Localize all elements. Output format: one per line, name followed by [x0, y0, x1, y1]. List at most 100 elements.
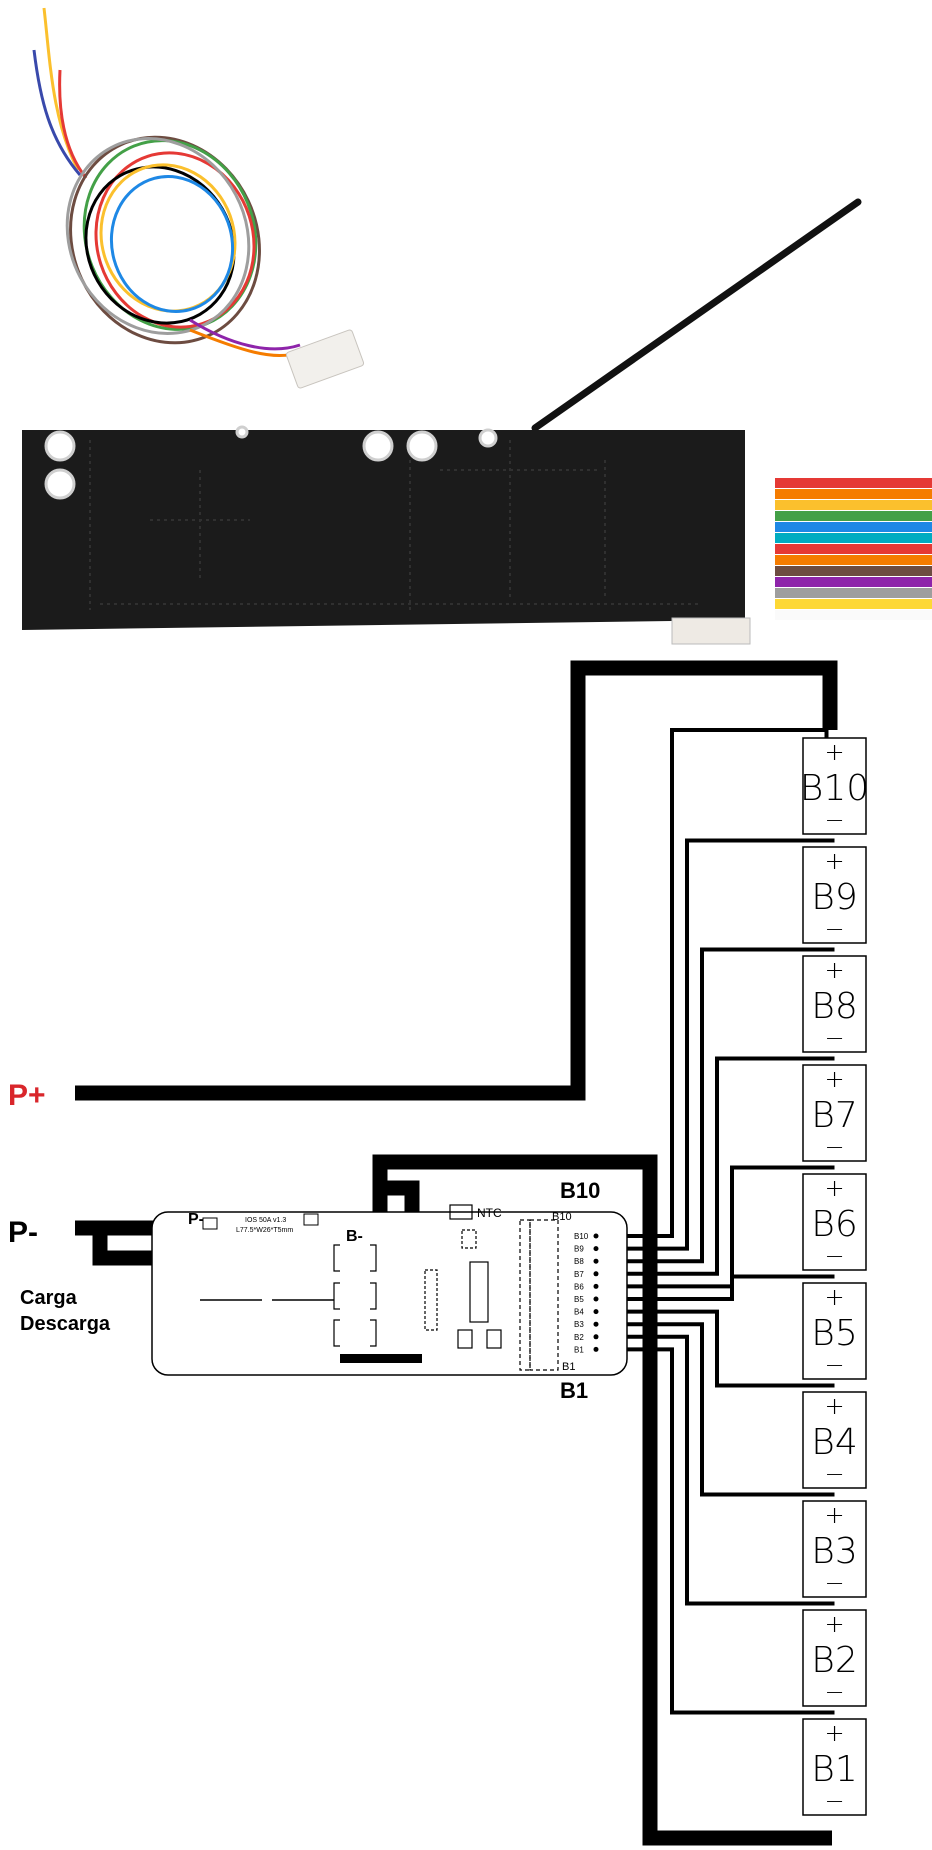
cell-minus-label: −: [824, 1024, 844, 1052]
cell-name-label: B3: [811, 1531, 857, 1572]
board-pin-label: B9: [574, 1245, 584, 1254]
ribbon-wire: [775, 522, 932, 532]
pcb-holes: [44, 425, 498, 500]
balance-wire: [598, 1274, 835, 1301]
cell-minus-label: −: [824, 1242, 844, 1270]
board-body: [151, 1211, 628, 1376]
cell-plus-label: +: [824, 1065, 844, 1093]
board-pin-dot: [593, 1271, 599, 1277]
board-pin-dot: [593, 1246, 599, 1252]
coiled-wires: [32, 7, 301, 358]
cell-body: [802, 1282, 867, 1380]
board-p-minus-pad: [202, 1217, 218, 1230]
balance-wire: [598, 1347, 835, 1715]
ribbon-wire: [775, 588, 932, 598]
board-pin-label: B10: [574, 1232, 589, 1241]
ribbon-wire: [775, 599, 932, 609]
cell-minus-label: −: [824, 1460, 844, 1488]
board-b-minus-label: B-: [346, 1228, 363, 1245]
ribbon-wire: [775, 511, 932, 521]
carga-label: Carga: [20, 1287, 78, 1309]
battery-cells: +B10−+B9−+B8−+B7−+B6−+B5−+B4−+B3−+B2−+B1…: [800, 737, 869, 1816]
board-pads: [333, 1204, 559, 1371]
ribbon-wire: [775, 577, 932, 587]
cell-minus-label: −: [824, 1678, 844, 1706]
battery-cell: +B4−: [802, 1391, 867, 1489]
cell-name-label: B9: [811, 877, 857, 918]
board-pin-dot: [593, 1258, 599, 1264]
board-pin-dot: [593, 1334, 599, 1340]
cell-minus-label: −: [824, 1787, 844, 1815]
balance-wire: [598, 838, 835, 1251]
ribbon-wire: [775, 544, 932, 554]
balance-wire: [598, 1165, 835, 1289]
board-b-minus-bar: [340, 1354, 422, 1363]
bms-board-outline: P- IOS 50A v1.3 L77.5*W26*T5mm B- NTC B1…: [151, 1204, 628, 1376]
wiring: [75, 660, 838, 1846]
board-pin-label: B3: [574, 1320, 584, 1329]
cell-minus-label: −: [824, 806, 844, 834]
cell-minus-label: −: [824, 915, 844, 943]
ribbon-cable: [775, 478, 932, 620]
balance-wire: [598, 1309, 835, 1388]
board-pin-label: B2: [574, 1333, 584, 1342]
cell-plus-label: +: [824, 1392, 844, 1420]
cell-plus-label: +: [824, 1610, 844, 1638]
bms-photo: [22, 7, 932, 645]
cell-name-label: B1: [811, 1749, 857, 1790]
cell-minus-label: −: [824, 1133, 844, 1161]
descarga-label: Descarga: [20, 1313, 111, 1335]
b10-header-label: B10: [560, 1178, 600, 1203]
battery-cell: +B2−: [802, 1609, 867, 1707]
cell-body: [802, 1173, 867, 1271]
p-minus-label: P-: [8, 1216, 38, 1249]
pcb-traces: [89, 440, 700, 610]
cell-name-label: B10: [800, 768, 869, 809]
board-b10-label: B10: [552, 1211, 572, 1223]
battery-cell: +B1−: [802, 1718, 867, 1816]
board-b1-label: B1: [562, 1361, 575, 1373]
balance-connector: [285, 329, 365, 389]
battery-cell: +B5−: [802, 1282, 867, 1380]
board-pin-label: B5: [574, 1295, 584, 1304]
cell-plus-label: +: [824, 1283, 844, 1311]
p-plus-wire: [75, 660, 838, 1101]
cell-name-label: B8: [811, 986, 857, 1027]
battery-cell: +B8−: [802, 955, 867, 1053]
ribbon-wire: [775, 489, 932, 499]
ribbon-wire: [775, 533, 932, 543]
cell-body: [802, 1609, 867, 1707]
ribbon-wire: [775, 478, 932, 488]
ribbon-wire: [775, 555, 932, 565]
cell-body: [802, 1391, 867, 1489]
cell-plus-label: +: [824, 847, 844, 875]
battery-cell: +B9−: [802, 846, 867, 944]
cell-plus-label: +: [824, 738, 844, 766]
board-model-pad: [303, 1213, 319, 1226]
balance-wire: [598, 1322, 835, 1497]
cell-minus-label: −: [824, 1351, 844, 1379]
battery-cell: +B7−: [802, 1064, 867, 1162]
battery-cell: +B3−: [802, 1500, 867, 1598]
cell-plus-label: +: [824, 1719, 844, 1747]
board-pin-label: B6: [574, 1282, 584, 1291]
board-pin-dot: [593, 1346, 599, 1352]
pcb-board: [22, 430, 745, 630]
board-p-minus-label: P-: [188, 1211, 204, 1228]
cell-body: [802, 1064, 867, 1162]
cell-name-label: B5: [811, 1313, 857, 1354]
cell-body: [802, 737, 867, 835]
board-model-label: IOS 50A v1.3: [245, 1217, 286, 1224]
cell-body: [802, 846, 867, 944]
cell-body: [802, 1718, 867, 1816]
battery-cell: +B6−: [802, 1173, 867, 1271]
board-pin-dot: [593, 1296, 599, 1302]
cell-name-label: B4: [811, 1422, 857, 1463]
ribbon-wire: [775, 610, 932, 620]
cell-name-label: B2: [811, 1640, 857, 1681]
cell-name-label: B7: [811, 1095, 857, 1136]
ribbon-wire: [775, 566, 932, 576]
cell-body: [802, 955, 867, 1053]
ntc-probe-icon: [531, 198, 862, 432]
